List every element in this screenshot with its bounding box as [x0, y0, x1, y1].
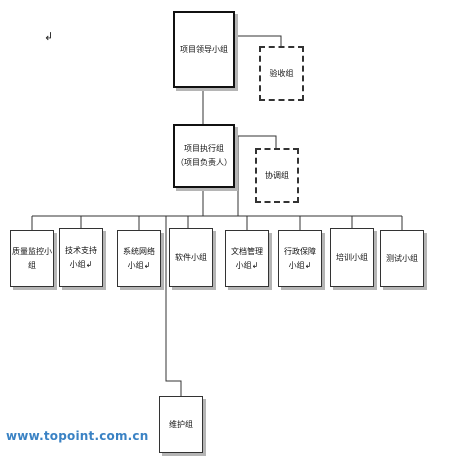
node-admin-support: 行政保障 小组↲ [278, 230, 322, 287]
node-label: 文档管理 [231, 246, 263, 256]
node-label: 协调组 [265, 170, 289, 180]
node-label: 小组↲ [69, 259, 93, 269]
node-coordination: 协调组 [255, 148, 299, 203]
node-label: 技术支持 [65, 245, 97, 255]
node-label: 系统网络 [123, 246, 155, 256]
node-tech-support: 技术支持 小组↲ [59, 228, 103, 287]
node-label: 行政保障 [284, 246, 316, 256]
node-training: 培训小组 [330, 228, 374, 287]
executive-coordination-link [235, 135, 277, 148]
node-label: 培训小组 [336, 252, 368, 262]
maintenance-link [165, 216, 182, 396]
node-label: 小组↲ [127, 260, 151, 270]
node-maintenance: 维护组 [159, 396, 203, 453]
node-project-executive: 项目执行组 （项目负责人） [173, 124, 235, 188]
node-label: 小组↲ [235, 260, 259, 270]
node-software: 软件小组 [169, 228, 213, 287]
node-system-network: 系统网络 小组↲ [117, 230, 161, 287]
node-acceptance: 验收组 [259, 46, 304, 101]
node-label: 质量监控小组 [12, 246, 52, 270]
node-label: 维护组 [169, 419, 193, 429]
node-label: （项目负责人） [176, 158, 232, 167]
node-label: 项目领导小组 [180, 44, 228, 54]
node-project-leader: 项目领导小组 [173, 11, 235, 88]
node-quality-control: 质量监控小组 [10, 230, 54, 287]
node-label: 项目执行组 [184, 144, 224, 153]
leader-acceptance-link [235, 35, 282, 46]
node-testing: 测试小组 [380, 230, 424, 287]
node-label: 小组↲ [288, 260, 312, 270]
watermark-text: www.topoint.com.cn [6, 429, 149, 443]
node-label: 测试小组 [386, 253, 418, 263]
node-document-management: 文档管理 小组↲ [225, 230, 269, 287]
cursor-mark: ↲ [44, 30, 54, 43]
node-label: 软件小组 [175, 252, 207, 262]
node-label: 验收组 [269, 68, 294, 78]
